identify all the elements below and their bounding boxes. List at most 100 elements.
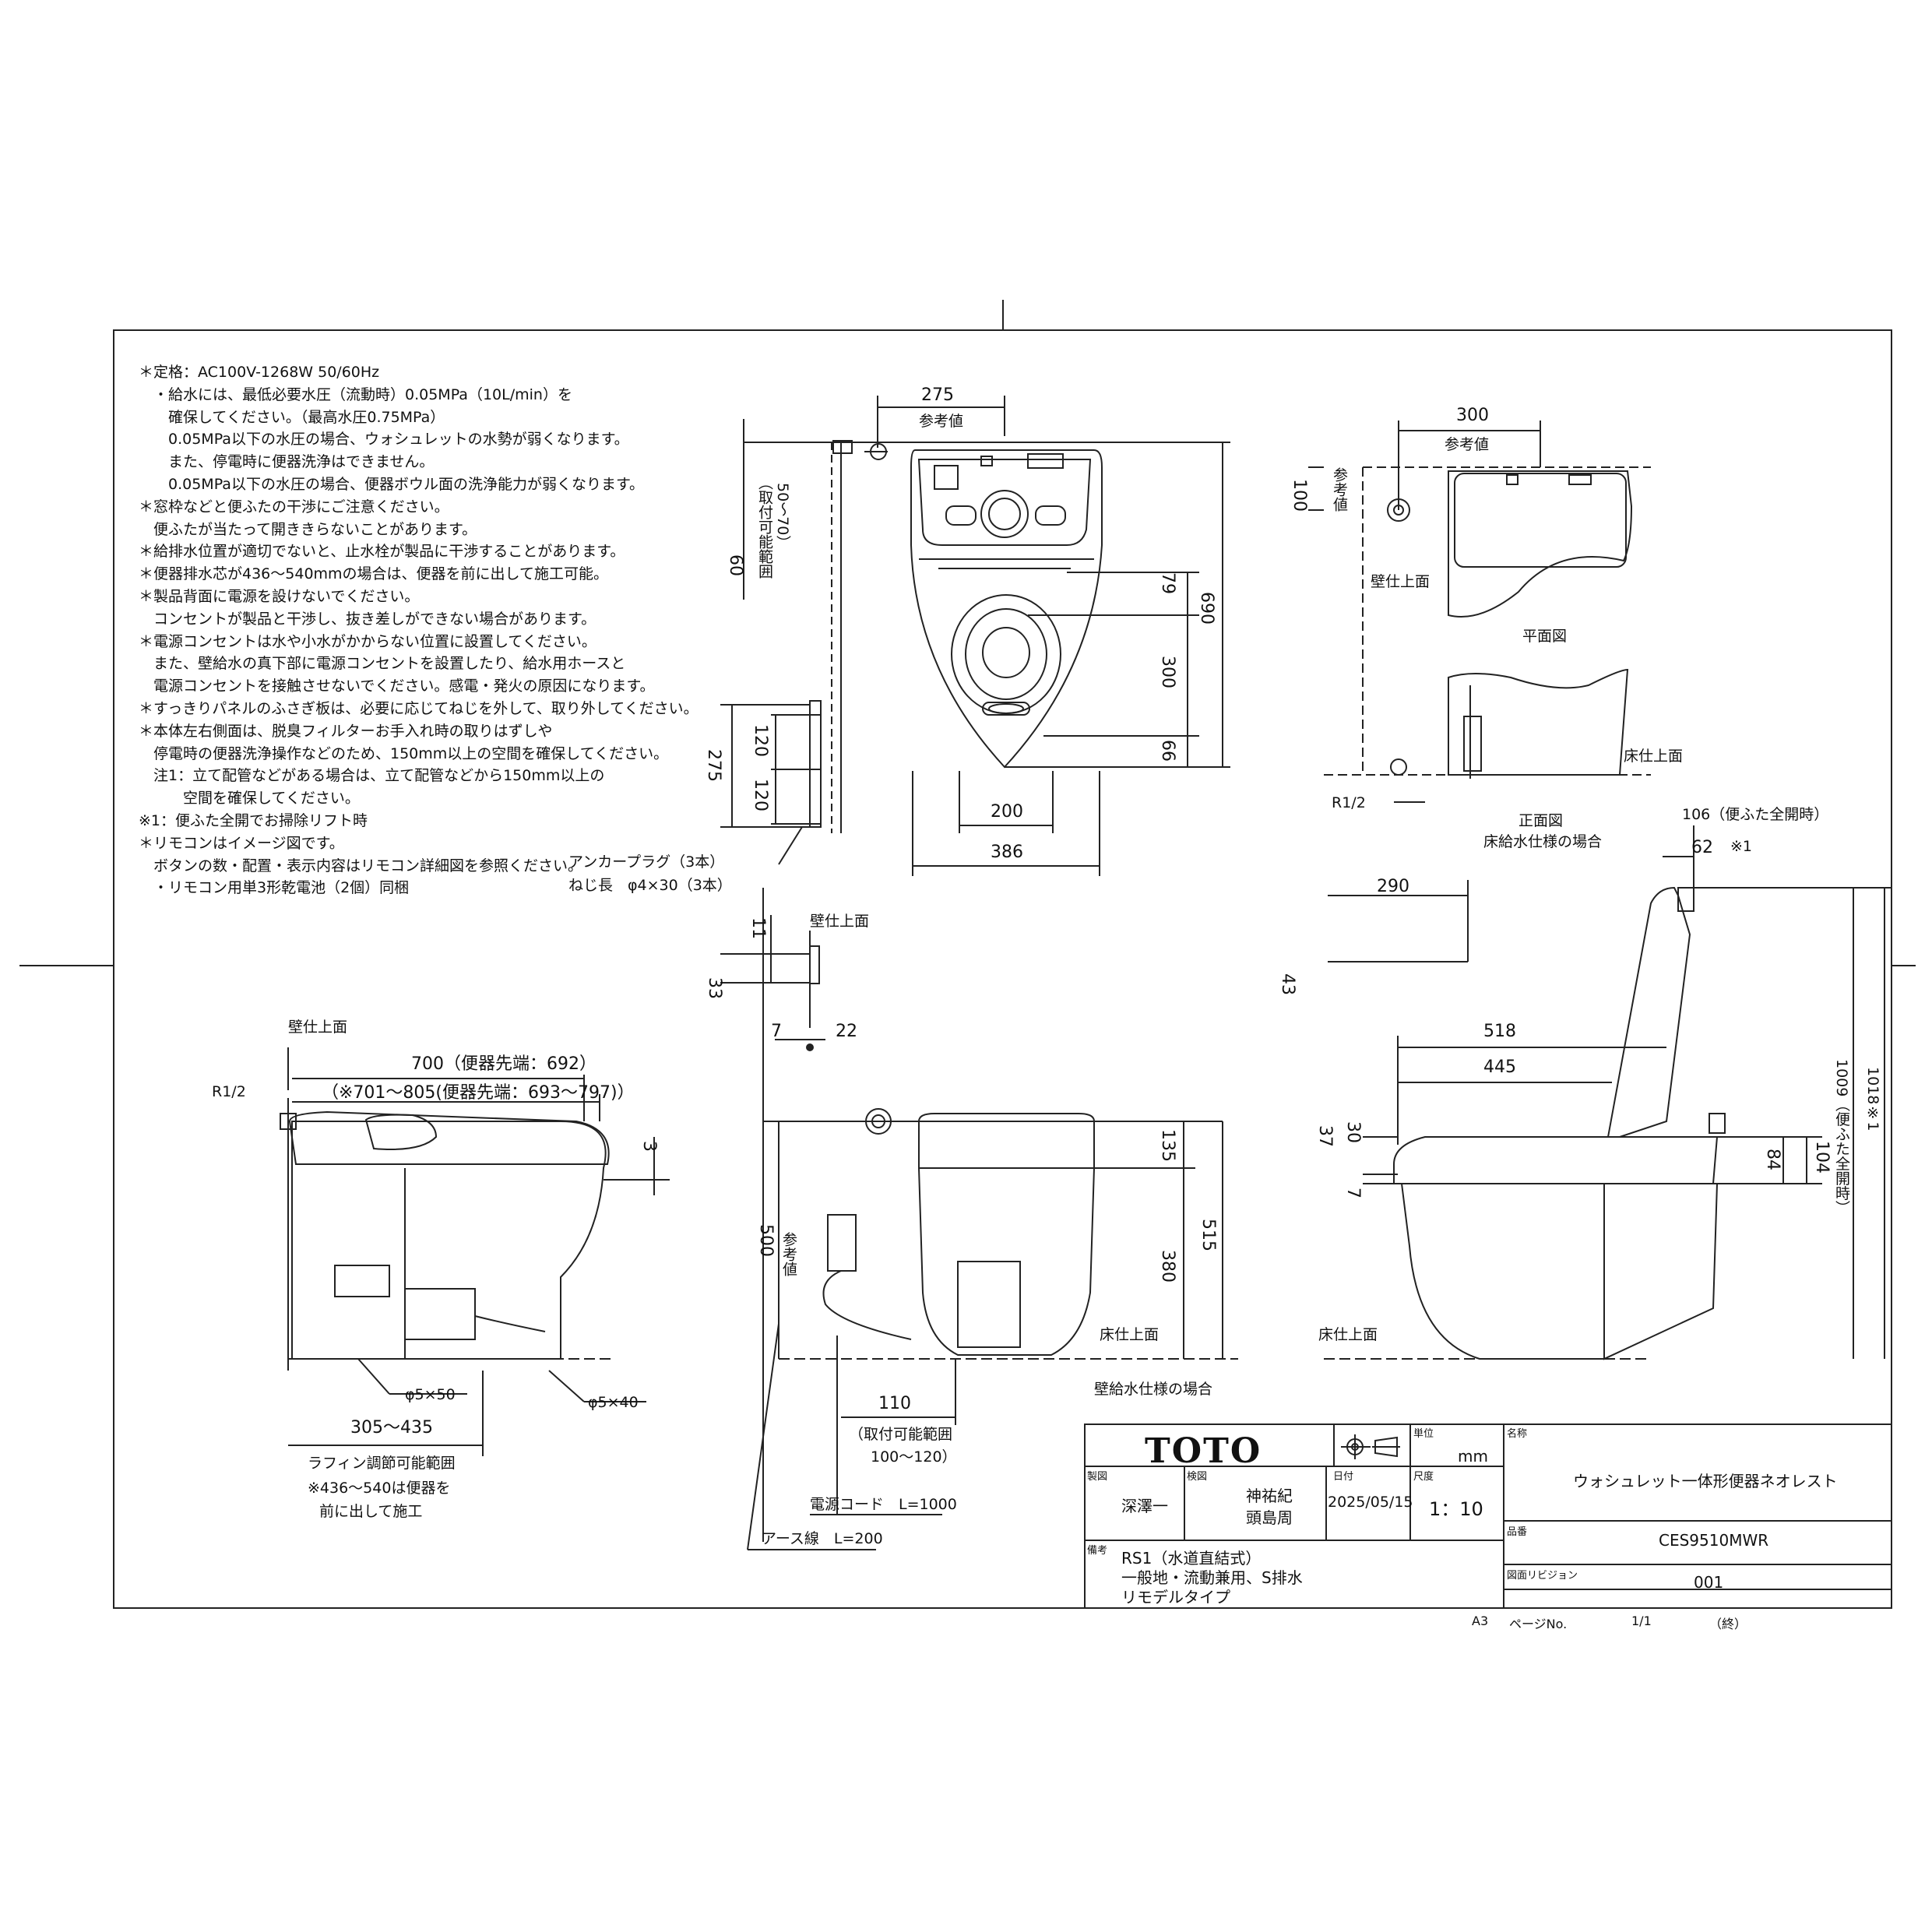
screw-label: φ5×50 — [405, 1386, 456, 1403]
dim-label: 275 — [921, 385, 954, 405]
note-line: ＊給排水位置が適切でないと、止水栓が製品に干渉することがあります。 — [139, 543, 625, 561]
floor-top-label: 床仕上面 — [1100, 1326, 1160, 1343]
paper-size: A3 — [1472, 1614, 1489, 1628]
revision-label: 図面リビジョン — [1507, 1570, 1578, 1582]
note-line: コンセントが製品と干渉し、抜き差しができない場合があります。 — [139, 610, 596, 628]
floor-supply-label: 床給水仕様の場合 — [1483, 833, 1603, 850]
dim-label: 300 — [1456, 406, 1489, 425]
check-value: 神祐紀 — [1246, 1487, 1293, 1505]
anchor-plug-label: アンカープラグ（3本） — [568, 853, 725, 871]
note-line: ボタンの数・配置・表示内容はリモコン詳細図を参照ください。 — [139, 857, 583, 875]
remarks-line: RS1（水道直結式） — [1121, 1549, 1262, 1568]
dim-label: 500 — [756, 1224, 776, 1257]
top-right-plan — [1308, 421, 1651, 803]
drawing-frame — [113, 329, 1892, 1609]
note-line: ・リモコン用単3形乾電池（2個）同梱 — [139, 879, 410, 897]
dim-label: 1018※1 — [1864, 1067, 1881, 1131]
unit-value: mm — [1458, 1447, 1488, 1466]
range-label: （取付可能範囲 — [756, 475, 773, 579]
dim-label: 690 — [1197, 592, 1216, 625]
dim-label: 200 — [991, 802, 1023, 822]
dim-label: 275 — [704, 749, 723, 782]
floor-top-label: 床仕上面 — [1624, 748, 1684, 765]
note-line: 停電時の便器洗浄操作などのため、150mm以上の空間を確保してください。 — [139, 744, 669, 762]
dim-label: 66 — [1158, 740, 1177, 762]
dim-label: 120 — [751, 724, 770, 757]
remarks-line: 一般地・流動兼用、S排水 — [1121, 1568, 1303, 1587]
note-line: ＊窓枠などと便ふたの干渉にご注意ください。 — [139, 498, 449, 516]
check-value: 頭島周 — [1246, 1508, 1293, 1527]
page-value: 1/1 — [1631, 1614, 1652, 1628]
note-line: また、停電時に便器洗浄はできません。 — [139, 453, 435, 471]
product-name: ウォシュレット一体形便器ネオレスト — [1573, 1472, 1838, 1490]
note-line: 確保してください。（最高水圧0.75MPa） — [139, 408, 445, 426]
remarks-line: リモデルタイプ — [1121, 1588, 1230, 1606]
product-number: CES9510MWR — [1659, 1531, 1769, 1550]
check-label: 検図 — [1187, 1471, 1208, 1483]
page-label: ページNo. — [1509, 1617, 1568, 1631]
note-line: ＊便器排水芯が436～540mmの場合は、便器を前に出して施工可能。 — [139, 565, 608, 583]
dim-label: 79 — [1158, 572, 1177, 594]
note-line: ・給水には、最低必要水圧（流動時）0.05MPa（10L/min）を — [139, 385, 572, 403]
dim-label: 110 — [878, 1394, 911, 1413]
remarks-label: 備考 — [1087, 1545, 1108, 1557]
date-label: 日付 — [1333, 1471, 1354, 1483]
dim-label: 37 — [1315, 1125, 1335, 1147]
r12-label: R1/2 — [1332, 794, 1366, 811]
range-label: 50～70） — [774, 483, 791, 551]
dim-label: 380 — [1158, 1250, 1177, 1283]
wall-top-label: 壁仕上面 — [1371, 573, 1431, 590]
made-label: 製図 — [1087, 1471, 1108, 1483]
note-line: 注1：立て配管などがある場合は、立て配管などから150mm以上の — [139, 767, 605, 785]
dim-label: 120 — [751, 779, 770, 811]
product-label: 品番 — [1507, 1526, 1528, 1538]
revision-value: 001 — [1694, 1573, 1724, 1592]
range-label: （取付可能範囲 — [849, 1426, 953, 1443]
notes-block: ＊定格：AC100V-1268W 50/60Hz ・給水には、最低必要水圧（流動… — [139, 361, 699, 899]
dim-label: 7 — [771, 1022, 782, 1041]
projection-symbol-icon — [1341, 1434, 1400, 1459]
note-line: ＊製品背面に電源を設けないでください。 — [139, 587, 420, 605]
dim-label: 104 — [1812, 1141, 1832, 1174]
dim-label: 100 — [1290, 479, 1309, 512]
dim-label: 700（便器先端：692） — [411, 1054, 596, 1074]
ref-label: 参考値 — [919, 413, 964, 430]
range-label: 100～120） — [871, 1448, 957, 1466]
dim-label: （※701～805(便器先端：693～797)） — [322, 1083, 635, 1103]
note-line: また、壁給水の真下部に電源コンセントを設置したり、給水用ホースと — [139, 655, 626, 673]
note-line: ＊すっきりパネルのふさぎ板は、必要に応じてねじを外して、取り外してください。 — [139, 699, 699, 717]
scale-value: 1：10 — [1429, 1498, 1483, 1520]
dim-label: 22 — [836, 1022, 857, 1041]
dim-label: 1009（便ふた全開時） — [1833, 1059, 1850, 1216]
dim-label: 305～435 — [350, 1418, 433, 1438]
made-value: 深澤一 — [1121, 1497, 1168, 1515]
ending-mark: （終） — [1709, 1617, 1747, 1631]
dim-label: 43 — [1278, 973, 1297, 995]
note-line: 電源コンセントを接触させないでください。感電・発火の原因になります。 — [139, 677, 655, 695]
plan-view-toilet — [720, 396, 1230, 1542]
note-label: ※436～540は便器を — [308, 1480, 451, 1497]
note-line: 0.05MPa以下の水圧の場合、便器ボウル面の洗浄能力が弱くなります。 — [139, 475, 645, 493]
dim-label: 515 — [1198, 1219, 1218, 1251]
mark-label: ※1 — [1730, 838, 1753, 855]
dim-label: 106（便ふた全開時） — [1682, 806, 1829, 823]
dim-label: 3 — [639, 1141, 659, 1152]
raffin-label: ラフィン調節可能範囲 — [308, 1455, 456, 1472]
floor-top-label: 床仕上面 — [1318, 1326, 1378, 1343]
note-line: ＊リモコンはイメージ図です。 — [139, 834, 344, 852]
dim-label: 11 — [748, 917, 768, 939]
power-cord-label: 電源コード L=1000 — [810, 1496, 957, 1513]
wall-supply-label: 壁給水仕様の場合 — [1094, 1381, 1213, 1398]
ref-label: 参考値 — [780, 1232, 797, 1276]
scale-label: 尺度 — [1413, 1471, 1434, 1483]
side-view-left — [280, 1047, 670, 1456]
note-line: ※1：便ふた全開でお掃除リフト時 — [139, 811, 368, 829]
dim-label: 300 — [1158, 656, 1177, 688]
title-block — [1084, 1423, 1892, 1609]
front-view-center — [747, 1108, 1238, 1550]
note-line: ＊電源コンセントは水や小水がかからない位置に設置してください。 — [139, 632, 596, 650]
side-view-right — [1324, 825, 1892, 1360]
note-line: 便ふたが当たって開ききらないことがあります。 — [139, 520, 477, 538]
dim-label: 386 — [991, 843, 1023, 862]
r12-label: R1/2 — [212, 1083, 246, 1100]
